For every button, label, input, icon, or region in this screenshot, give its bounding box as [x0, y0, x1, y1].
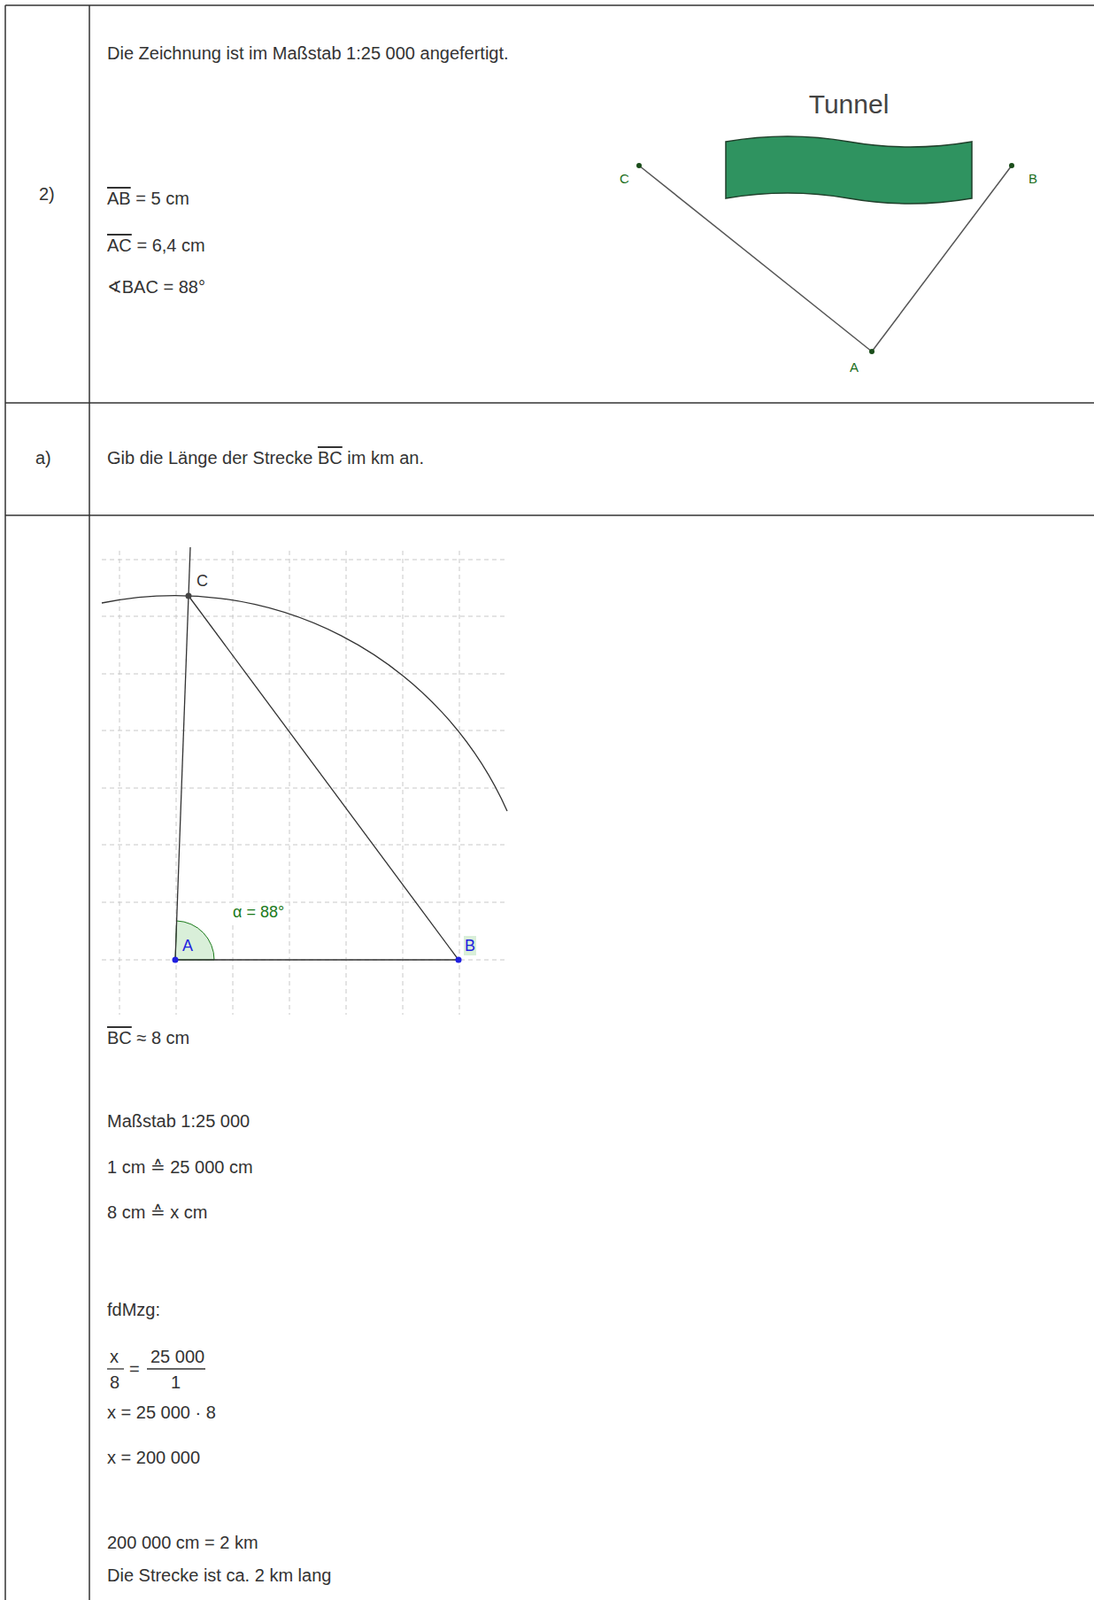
text-label: Die Strecke ist ca. 2 km lang	[107, 1563, 332, 1586]
text-line: B	[463, 935, 477, 956]
text-label: Die Zeichnung ist im Maßstab 1:25 000 an…	[107, 42, 509, 64]
text-label: x = 25 000 · 8	[107, 1401, 216, 1423]
point-label: C	[619, 170, 630, 187]
text-line: ∢BAC = 88°	[107, 276, 206, 298]
point-label: C	[195, 570, 209, 591]
text-line: C	[195, 570, 209, 591]
tunnel-shape: Tunnel	[724, 88, 974, 208]
text-label: Gib die Länge der Strecke	[107, 446, 313, 469]
text-line: Die Strecke ist ca. 2 km lang	[107, 1563, 332, 1586]
text-line: a)	[35, 446, 52, 469]
text-line: 25 000	[150, 1345, 205, 1367]
text-line: AC= 6,4 cm	[107, 234, 206, 256]
text-label: 8	[109, 1371, 120, 1393]
text-label: im km an.	[346, 446, 424, 469]
text-label: 1	[170, 1371, 181, 1393]
text-line: AB= 5 cm	[107, 187, 190, 209]
text-label: 25 000	[150, 1345, 205, 1367]
text-label: Maßstab 1:25 000	[107, 1109, 250, 1132]
construction-figure	[101, 547, 508, 1015]
tunnel-outline	[724, 134, 974, 208]
text-line: 8	[109, 1371, 120, 1393]
task-number: 2)	[38, 183, 55, 205]
text-line: A	[181, 935, 194, 956]
text-label: 8 cm ≙ x cm	[107, 1201, 208, 1223]
text-label: x = 200 000	[107, 1446, 201, 1468]
text-label: BC	[317, 446, 343, 469]
text-label: = 6,4 cm	[136, 234, 205, 256]
text-line: C	[619, 170, 630, 187]
text-label: ≈ 8 cm	[136, 1026, 190, 1048]
text-label: fdMzg:	[107, 1298, 161, 1320]
text-line: α = 88°	[231, 901, 286, 922]
text-label: =	[129, 1357, 140, 1380]
text-line: 200 000 cm = 2 km	[107, 1531, 259, 1553]
text-label: 1 cm ≙ 25 000 cm	[107, 1155, 254, 1178]
text-label: AC	[107, 234, 132, 256]
subtask-number: a)	[35, 446, 52, 469]
text-line: x = 25 000 · 8	[107, 1401, 216, 1423]
text-label: 200 000 cm = 2 km	[107, 1531, 259, 1553]
text-label: = 5 cm	[135, 187, 190, 209]
table-lines	[5, 5, 1094, 1600]
point-label: A	[849, 359, 859, 376]
text-line: B	[1028, 170, 1038, 187]
point-label: B	[1028, 170, 1038, 187]
text-line: x = 200 000	[107, 1446, 201, 1468]
shape-heading: Tunnel	[724, 88, 974, 121]
text-line: 2)	[38, 183, 55, 205]
text-label: AB	[107, 187, 131, 209]
text-line: 1 cm ≙ 25 000 cm	[107, 1155, 254, 1178]
text-line: BC≈ 8 cm	[107, 1026, 190, 1048]
text-line: =	[129, 1357, 140, 1380]
text-line: 1	[170, 1371, 181, 1393]
text-line: Gib die Länge der StreckeBCim km an.	[107, 446, 424, 469]
text-label: ∢BAC = 88°	[107, 276, 206, 298]
text-label: x	[109, 1345, 119, 1367]
point-label: A	[181, 935, 194, 956]
point-label: B	[463, 935, 477, 956]
text-line: x	[109, 1345, 119, 1367]
text-line: fdMzg:	[107, 1298, 161, 1320]
text-line: Maßstab 1:25 000	[107, 1109, 250, 1132]
fraction-bars	[107, 1367, 206, 1369]
text-line: Die Zeichnung ist im Maßstab 1:25 000 an…	[107, 42, 509, 64]
angle-label: α = 88°	[231, 901, 286, 922]
text-line: 8 cm ≙ x cm	[107, 1201, 208, 1223]
text-line: A	[849, 359, 859, 376]
text-label: BC	[107, 1026, 132, 1048]
